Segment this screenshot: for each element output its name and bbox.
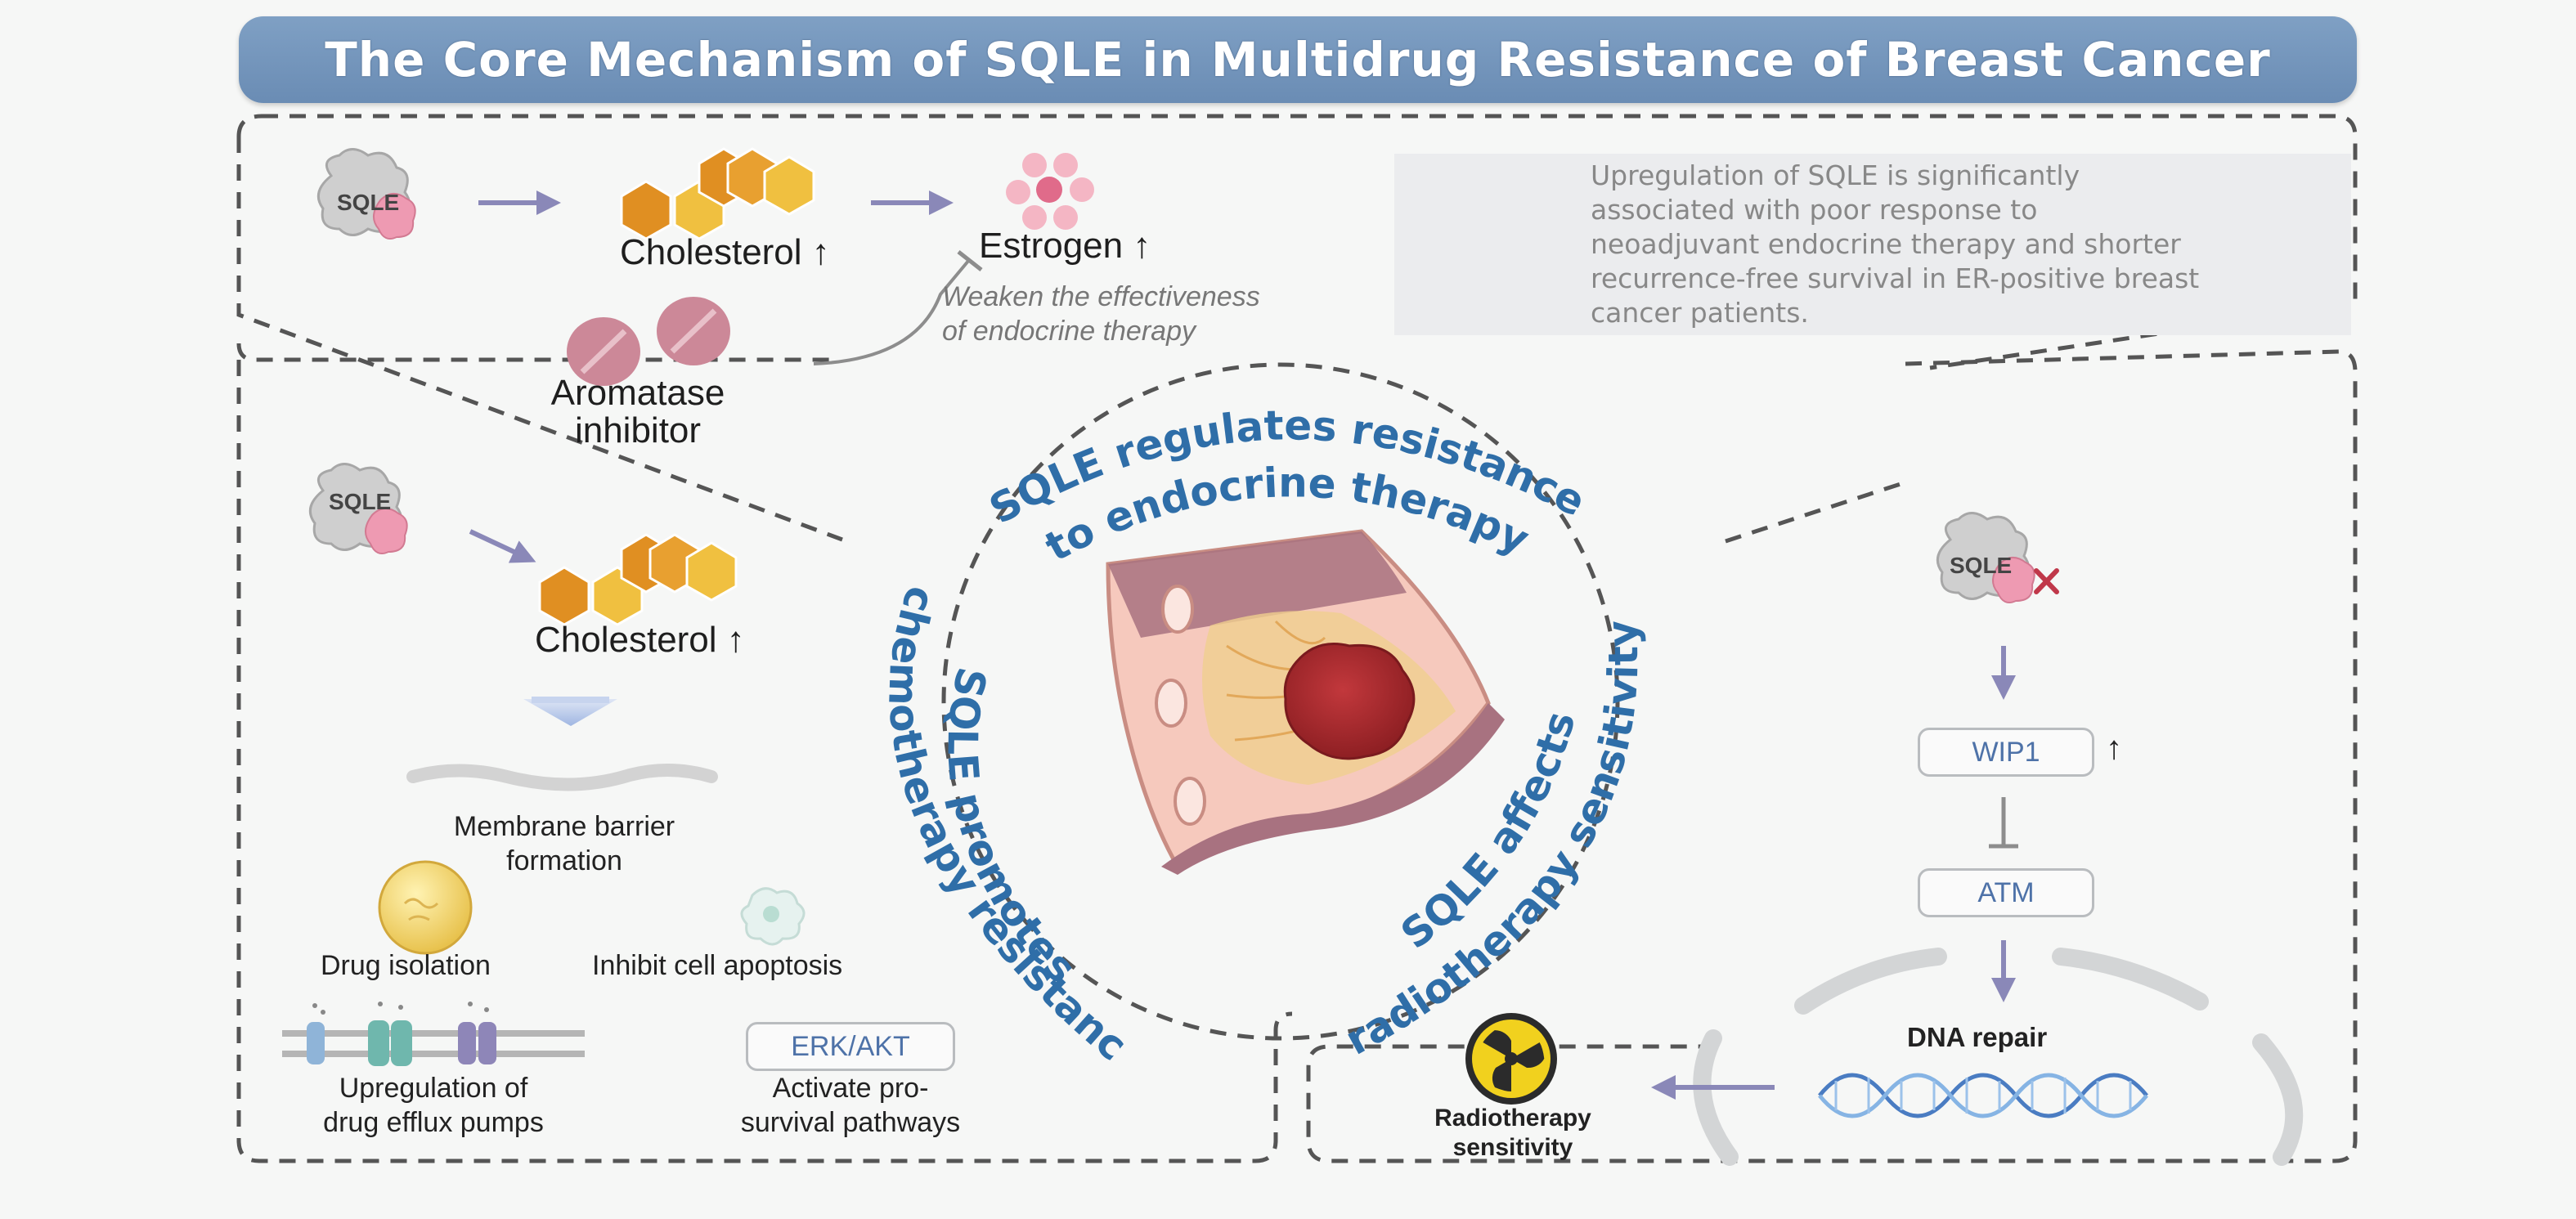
cholesterol-label-chemo: Cholesterol ↑ (535, 620, 745, 660)
sensitivity-line: sensitivity (1452, 1134, 1573, 1161)
center-circle-border (941, 362, 1620, 1041)
erk-akt-node: ERK/AKT (746, 1022, 955, 1071)
weaken-line: of endocrine therapy (942, 316, 1196, 347)
efflux-pumps-icon (282, 1002, 585, 1066)
sqle-enzyme-chemo (308, 463, 408, 554)
breast-illustration (1106, 529, 1505, 875)
info-line: Upregulation of SQLE is significantly (1591, 159, 2080, 191)
sqle-enzyme-top (316, 148, 416, 240)
wip1-node: WIP1 (1918, 728, 2094, 777)
radiotherapy-sensitivity-label: Radiotherapy sensitivity (1407, 1104, 1619, 1163)
inhibit-apoptosis-label: Inhibit cell apoptosis (592, 950, 843, 981)
efflux-line: Upregulation of (339, 1073, 528, 1104)
cross-icon (2034, 568, 2059, 594)
info-box-text: Upregulation of SQLE is significantly as… (1591, 159, 2199, 330)
down-chevron-icon (523, 697, 617, 726)
info-box (1394, 154, 2351, 335)
estrogen-label: Estrogen ↑ (979, 226, 1151, 266)
pro-survival-line: survival pathways (740, 1107, 961, 1138)
endocrine-panel-border (236, 114, 2358, 542)
membrane-label: Membrane barrier formation (409, 809, 720, 878)
inhibition-line-aromatase (813, 258, 971, 365)
drug-isolation-label: Drug isolation (321, 950, 491, 981)
sqle-enzyme-radio (1936, 512, 2059, 603)
info-line: cancer patients. (1591, 297, 1809, 329)
sqle-label-top: SQLE (337, 190, 400, 215)
weaken-line: Weaken the effectiveness (942, 281, 1260, 312)
radiation-icon (1465, 1013, 1557, 1105)
aromatase-line: Aromatase (550, 373, 725, 413)
arrow-sqle-to-cholesterol-chemo (469, 529, 536, 563)
sensitivity-line: Radiotherapy (1434, 1105, 1591, 1132)
cholesterol-hexagons-chemo (538, 533, 738, 626)
arc-text-chemo-2: chemotherapy resistance (0, 0, 1136, 1070)
wip1-up-arrow: ↑ (2106, 730, 2122, 766)
estrogen-molecules (1006, 153, 1094, 230)
info-line: associated with poor response to (1591, 194, 2038, 226)
inhibition-bar-estrogen (957, 250, 983, 271)
pro-survival-line: Activate pro- (772, 1073, 929, 1104)
page-title: The Core Mechanism of SQLE in Multidrug … (325, 32, 2271, 87)
info-line: recurrence-free survival in ER-positive … (1591, 262, 2200, 294)
radio-panel-border (1306, 349, 2358, 1163)
weaken-text: Weaken the effectiveness of endocrine th… (942, 280, 1260, 348)
aromatase-pills (567, 297, 730, 386)
atm-node: ATM (1918, 868, 2094, 917)
dna-helix-icon (1818, 1073, 2148, 1118)
tumor-icon (1283, 643, 1416, 760)
membrane-line: Membrane barrier (453, 811, 675, 842)
efflux-label: Upregulation of drug efflux pumps (270, 1071, 597, 1140)
aromatase-label: Aromatase inhibitor (540, 374, 736, 450)
drug-isolation-icon (378, 860, 473, 955)
efflux-line: drug efflux pumps (323, 1107, 544, 1138)
aromatase-line: inhibitor (574, 410, 702, 450)
title-bar: The Core Mechanism of SQLE in Multidrug … (239, 16, 2357, 103)
panel-borders (236, 114, 2358, 1163)
sqle-label-chemo: SQLE (329, 489, 392, 514)
cholesterol-hexagons-top (620, 147, 815, 240)
cholesterol-label-top: Cholesterol ↑ (620, 232, 830, 272)
chemo-panel-border (236, 343, 1293, 1163)
membrane-line: formation (506, 845, 622, 876)
nucleus-membrane (1693, 948, 2304, 1166)
membrane-icon (406, 763, 718, 791)
sqle-label-radio: SQLE (1950, 553, 2013, 578)
apoptosis-cell-icon (740, 887, 806, 946)
info-line: neoadjuvant endocrine therapy and shorte… (1591, 228, 2181, 260)
pro-survival-label: Activate pro- survival pathways (720, 1071, 981, 1140)
dna-repair-label: DNA repair (1907, 1022, 2048, 1052)
